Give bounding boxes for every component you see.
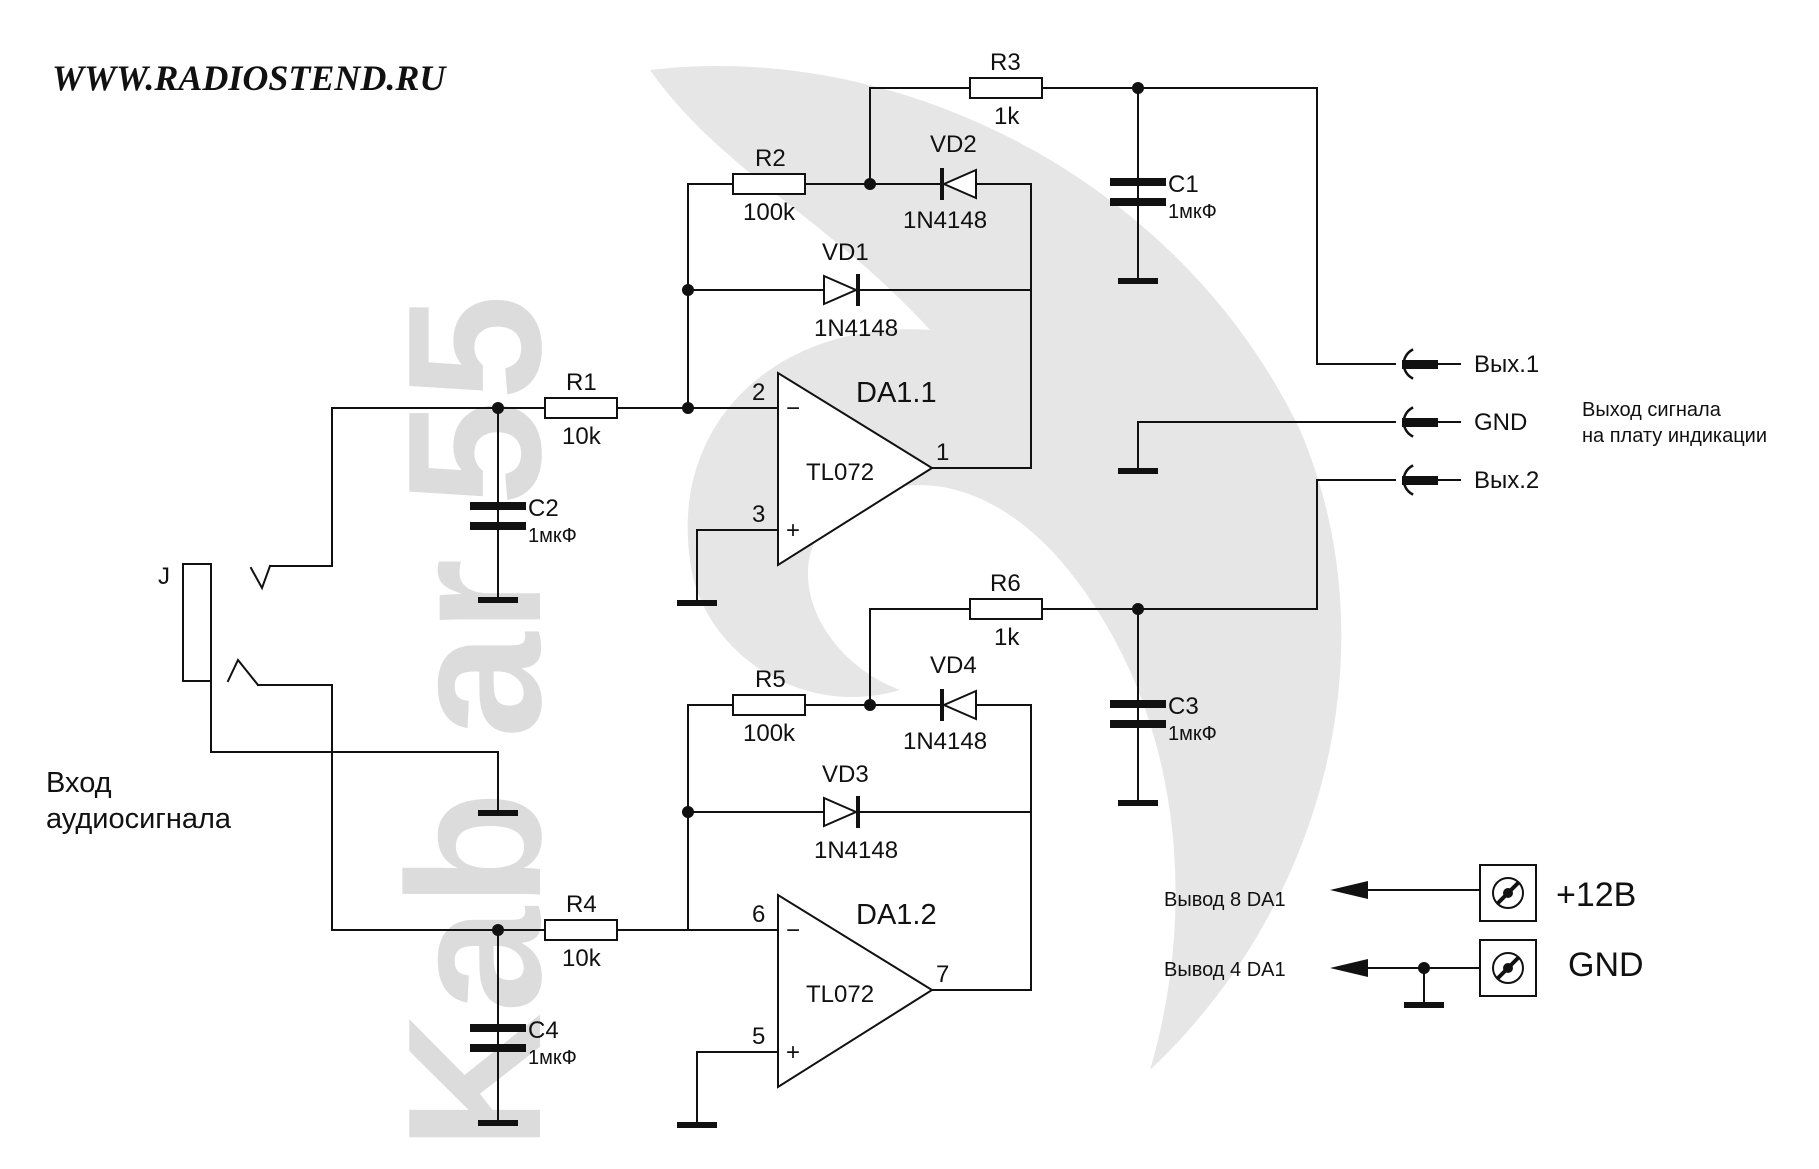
- r5-ref: R5: [755, 666, 786, 693]
- vd3-value: 1N4148: [814, 837, 898, 864]
- vd1-ref: VD1: [822, 239, 869, 266]
- watermark-text: Kab ar 55: [369, 295, 581, 1150]
- r5-value: 100k: [743, 720, 796, 747]
- power-gnd-label: GND: [1568, 946, 1644, 984]
- watermark-bird: [650, 65, 1342, 1071]
- jack-label: J: [158, 563, 170, 590]
- r4-ref: R4: [566, 891, 597, 918]
- da1-2-type: TL072: [806, 981, 874, 1008]
- out2-label: Вых.2: [1474, 467, 1539, 494]
- c4-value: 1мкФ: [528, 1047, 577, 1069]
- jack-body: [182, 563, 212, 682]
- diode-vd3: VD3 1N4148: [814, 761, 898, 864]
- resistor-r3: R3 1k: [969, 49, 1043, 130]
- site-title: WWW.RADIOSTEND.RU: [52, 58, 447, 98]
- resistor-r1: R1 10k: [544, 369, 618, 450]
- power-pin8-label: Вывод 8 DA1: [1164, 889, 1286, 911]
- opamp-da1-2: DA1.2 TL072 − + 6 5 7: [752, 893, 949, 1089]
- r4-value: 10k: [562, 945, 602, 972]
- da1-1-minus: −: [786, 395, 800, 422]
- r3-ref: R3: [990, 49, 1021, 76]
- power-pin4-label: Вывод 4 DA1: [1164, 959, 1286, 981]
- vd3-ref: VD3: [822, 761, 869, 788]
- vd1-value: 1N4148: [814, 315, 898, 342]
- resistor-r5: R5 100k: [732, 666, 806, 747]
- watermark: Kab ar 55: [369, 65, 1342, 1150]
- r2-ref: R2: [755, 145, 786, 172]
- capacitor-c4: C4 1мкФ: [470, 1017, 577, 1126]
- da1-2-plus: +: [786, 1039, 800, 1066]
- opamp-da1-1: DA1.1 TL072 − + 2 3 1: [752, 371, 949, 567]
- c2-ref: C2: [528, 495, 559, 522]
- output-connectors: Вых.1 GND Вых.2 Выход сигнала на плату и…: [1402, 348, 1767, 496]
- capacitor-c3: C3 1мкФ: [1110, 693, 1217, 806]
- da1-1-pin-inv: 2: [752, 379, 765, 406]
- resistor-r6: R6 1k: [969, 570, 1043, 651]
- r2-value: 100k: [743, 199, 796, 226]
- da1-2-pin-out: 7: [936, 961, 949, 988]
- da1-1-pin-out: 1: [936, 439, 949, 466]
- da1-1-type: TL072: [806, 459, 874, 486]
- junction-dots: [492, 82, 1144, 936]
- r6-ref: R6: [990, 570, 1021, 597]
- vd2-value: 1N4148: [903, 207, 987, 234]
- c1-ref: C1: [1168, 171, 1199, 198]
- resistor-r4: R4 10k: [544, 891, 618, 972]
- vd4-ref: VD4: [930, 652, 977, 679]
- r1-ref: R1: [566, 369, 597, 396]
- arrow-left-icon: [1330, 959, 1368, 977]
- power-plus-label: +12В: [1556, 876, 1636, 914]
- capacitor-c1: C1 1мкФ: [1110, 171, 1217, 284]
- power-connectors: Вывод 8 DA1 +12В Вывод 4 DA1 GND: [1164, 864, 1644, 1008]
- da1-1-pin-noninv: 3: [752, 501, 765, 528]
- input-label-line1: Вход: [46, 767, 112, 799]
- output-note-line2: на плату индикации: [1582, 425, 1767, 447]
- input-jack: J Вход аудиосигнала: [46, 563, 499, 835]
- da1-2-pin-inv: 6: [752, 901, 765, 928]
- r3-value: 1k: [994, 103, 1020, 130]
- da1-1-plus: +: [786, 517, 800, 544]
- da1-2-minus: −: [786, 917, 800, 944]
- r6-value: 1k: [994, 624, 1020, 651]
- c2-value: 1мкФ: [528, 525, 577, 547]
- capacitor-c2: C2 1мкФ: [470, 495, 577, 603]
- c4-ref: C4: [528, 1017, 559, 1044]
- vd4-value: 1N4148: [903, 728, 987, 755]
- c3-value: 1мкФ: [1168, 723, 1217, 745]
- c3-ref: C3: [1168, 693, 1199, 720]
- resistor-r2: R2 100k: [732, 145, 806, 226]
- r1-value: 10k: [562, 423, 602, 450]
- output-note-line1: Выход сигнала: [1582, 399, 1722, 421]
- wires-channel-2: [257, 479, 1396, 1123]
- ground-symbols: [478, 421, 1396, 1128]
- diode-vd2: VD2 1N4148: [903, 131, 987, 234]
- da1-2-ref: DA1.2: [856, 899, 937, 931]
- diode-vd4: VD4 1N4148: [903, 652, 987, 755]
- input-label-line2: аудиосигнала: [46, 803, 232, 835]
- arrow-left-icon: [1330, 881, 1368, 899]
- c1-value: 1мкФ: [1168, 201, 1217, 223]
- vd2-ref: VD2: [930, 131, 977, 158]
- out-gnd-label: GND: [1474, 409, 1527, 436]
- diode-vd1: VD1 1N4148: [814, 239, 898, 342]
- out1-label: Вых.1: [1474, 351, 1539, 378]
- da1-2-pin-noninv: 5: [752, 1023, 765, 1050]
- da1-1-ref: DA1.1: [856, 377, 937, 409]
